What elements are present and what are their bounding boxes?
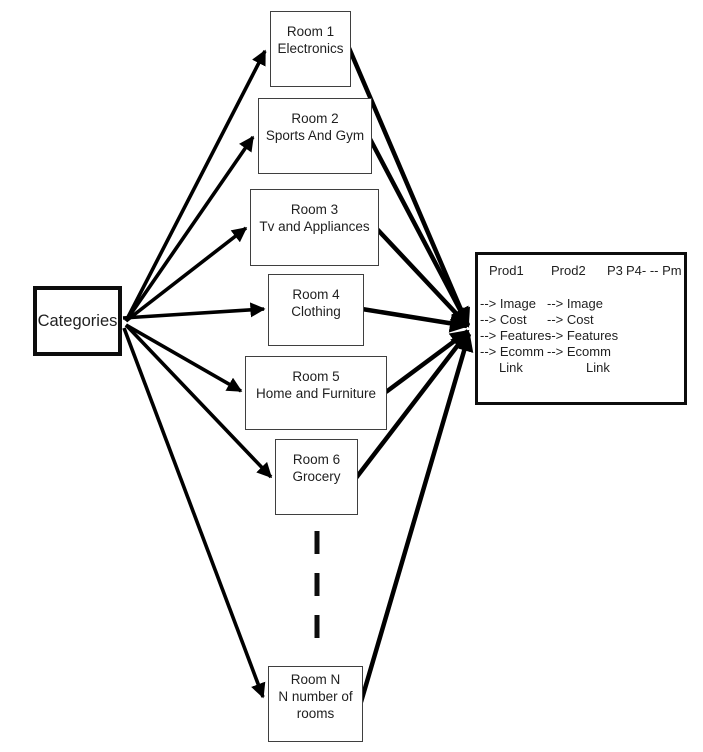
room-4-box: Room 4 Clothing bbox=[268, 274, 364, 346]
room-5-box: Room 5 Home and Furniture bbox=[245, 356, 387, 430]
product-attribute: --> Features bbox=[480, 328, 552, 343]
product-attribute: --> Ecomm bbox=[547, 344, 611, 359]
arrow-categories-to-room-5 bbox=[125, 323, 243, 393]
product-attributes-prod1: --> Image --> Cost --> Features --> Ecom… bbox=[480, 296, 551, 376]
room-subtitle: Electronics bbox=[277, 40, 344, 56]
room-title: Room 6 bbox=[292, 452, 341, 467]
room-subtitle: Clothing bbox=[291, 303, 341, 319]
room-title: Room 5 bbox=[292, 369, 340, 384]
room-title: Room 1 bbox=[286, 24, 335, 39]
product-attribute-link: Link bbox=[499, 360, 523, 375]
arrow-room-2-to-products bbox=[367, 135, 470, 327]
room-title: Room 4 bbox=[292, 287, 340, 302]
product-attribute: --> Image bbox=[480, 296, 536, 311]
product-attribute-link: Link bbox=[586, 360, 610, 375]
categories-box: Categories bbox=[33, 286, 122, 356]
arrow-room-1-to-products bbox=[346, 47, 471, 328]
product-attribute: --> Cost bbox=[547, 312, 594, 327]
room-6-box: Room 6 Grocery bbox=[275, 439, 358, 515]
arrow-categories-to-room-n bbox=[122, 327, 266, 699]
product-column-header: P4- -- Pm bbox=[626, 263, 682, 278]
categories-label: Categories bbox=[37, 311, 118, 330]
arrow-categories-to-room-2 bbox=[124, 135, 255, 323]
product-attribute: --> Image bbox=[547, 296, 603, 311]
room-2-box: Room 2 Sports And Gym bbox=[258, 98, 372, 174]
arrow-categories-to-room-4 bbox=[122, 302, 266, 320]
room-title: Room 3 bbox=[290, 202, 339, 217]
room-subtitle: Grocery bbox=[292, 468, 341, 484]
room-3-box: Room 3 Tv and Appliances bbox=[250, 189, 379, 266]
arrow-room-3-to-products bbox=[375, 227, 470, 328]
arrow-room-6-to-products bbox=[354, 330, 470, 480]
room-n-box: Room N N number of rooms bbox=[268, 666, 363, 742]
room-title: Room 2 bbox=[291, 111, 339, 126]
product-column-header: P3 bbox=[607, 263, 623, 278]
product-attribute: --> Features bbox=[547, 328, 619, 343]
room-subtitle: N number of rooms bbox=[278, 688, 353, 721]
room-subtitle: Sports And Gym bbox=[265, 127, 365, 143]
product-attributes-prod2: --> Image --> Cost --> Features --> Ecom… bbox=[547, 296, 618, 376]
product-column-header: Prod1 bbox=[489, 263, 524, 278]
arrow-room-4-to-products bbox=[361, 306, 469, 333]
products-box: Prod1 Prod2 P3 P4- -- Pm --> Image --> C… bbox=[475, 252, 687, 405]
room-subtitle: Home and Furniture bbox=[255, 385, 377, 401]
product-attribute: --> Cost bbox=[480, 312, 527, 327]
product-column-header: Prod2 bbox=[551, 263, 586, 278]
room-subtitle: Tv and Appliances bbox=[259, 218, 370, 234]
arrow-categories-to-room-6 bbox=[124, 323, 273, 479]
arrow-categories-to-room-3 bbox=[124, 226, 248, 323]
room-1-box: Room 1 Electronics bbox=[270, 11, 351, 87]
product-attribute: --> Ecomm bbox=[480, 344, 544, 359]
arrow-room-n-to-products bbox=[358, 332, 474, 703]
arrow-categories-to-room-1 bbox=[124, 49, 267, 322]
room-title: Room N bbox=[290, 672, 341, 687]
